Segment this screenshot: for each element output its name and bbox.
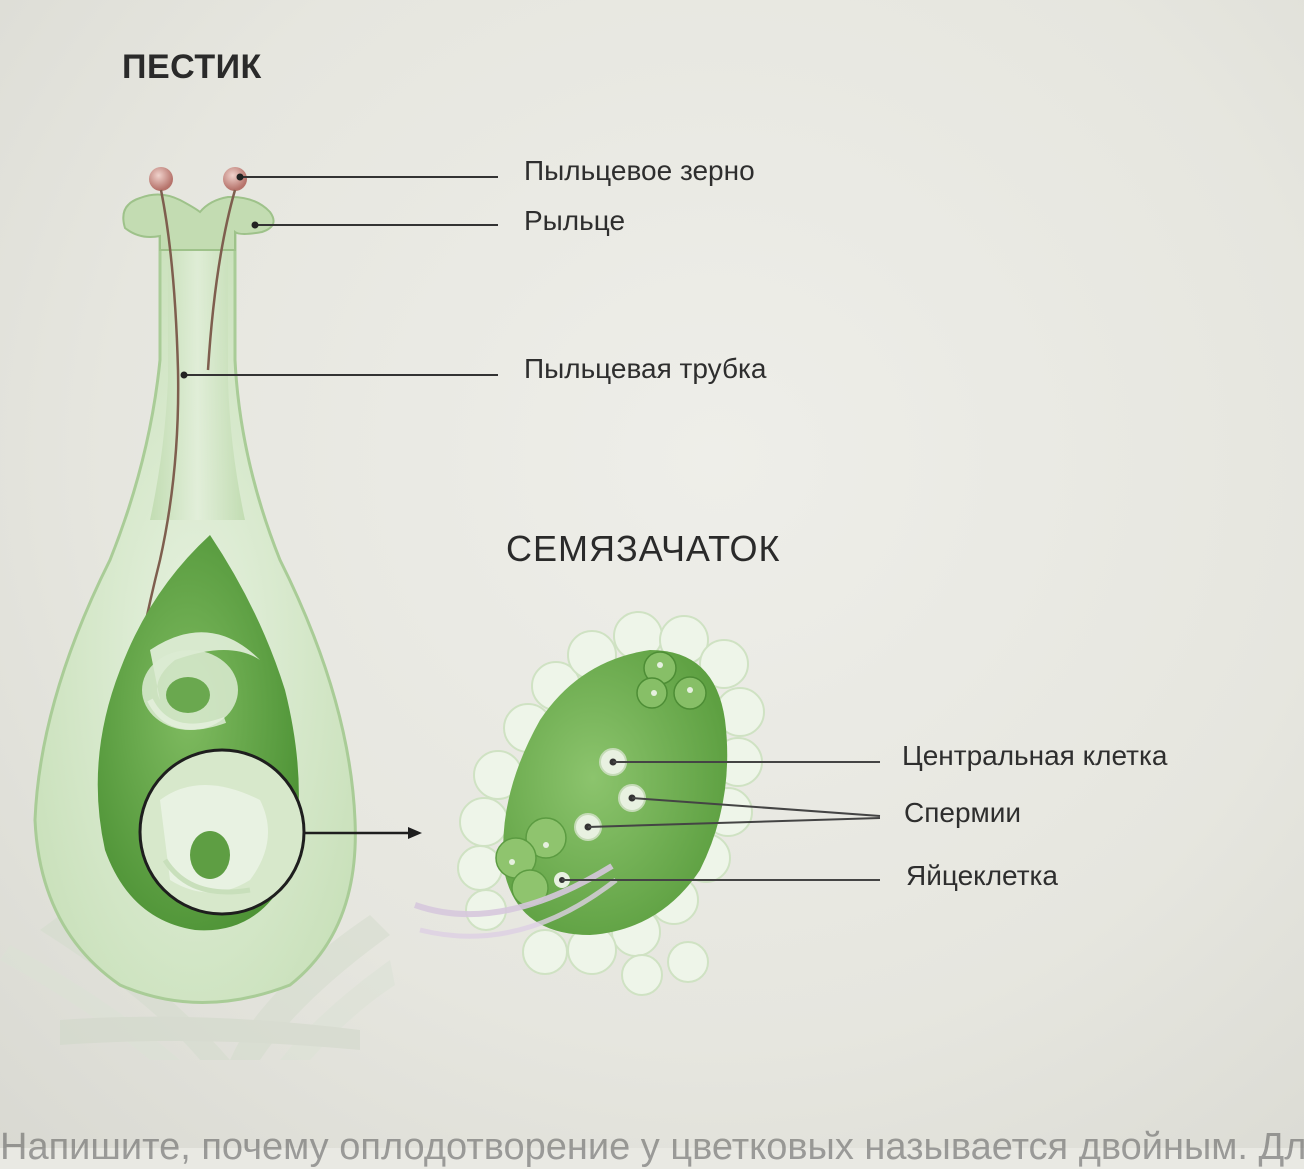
label-pollen-grain: Пыльцевое зерно	[524, 155, 755, 186]
label-pollen-tube: Пыльцевая трубка	[524, 353, 767, 384]
label-egg-cell: Яйцеклетка	[906, 860, 1058, 891]
leader-sperm-2	[587, 817, 881, 828]
pollen-grain-right	[223, 167, 247, 191]
ovule-title: СЕМЯЗАЧАТОК	[506, 528, 781, 569]
zoom-arrow-head	[408, 827, 422, 839]
label-sperm: Спермии	[904, 797, 1022, 828]
stigma-shape	[122, 193, 275, 251]
leader-sperm-1	[631, 797, 881, 817]
label-central-cell: Центральная клетка	[902, 740, 1168, 771]
pistil-title: ПЕСТИК	[122, 48, 262, 86]
pollen-tube-right	[206, 189, 237, 371]
label-stigma: Рыльце	[524, 205, 626, 236]
pollen-grain-left	[149, 167, 173, 191]
